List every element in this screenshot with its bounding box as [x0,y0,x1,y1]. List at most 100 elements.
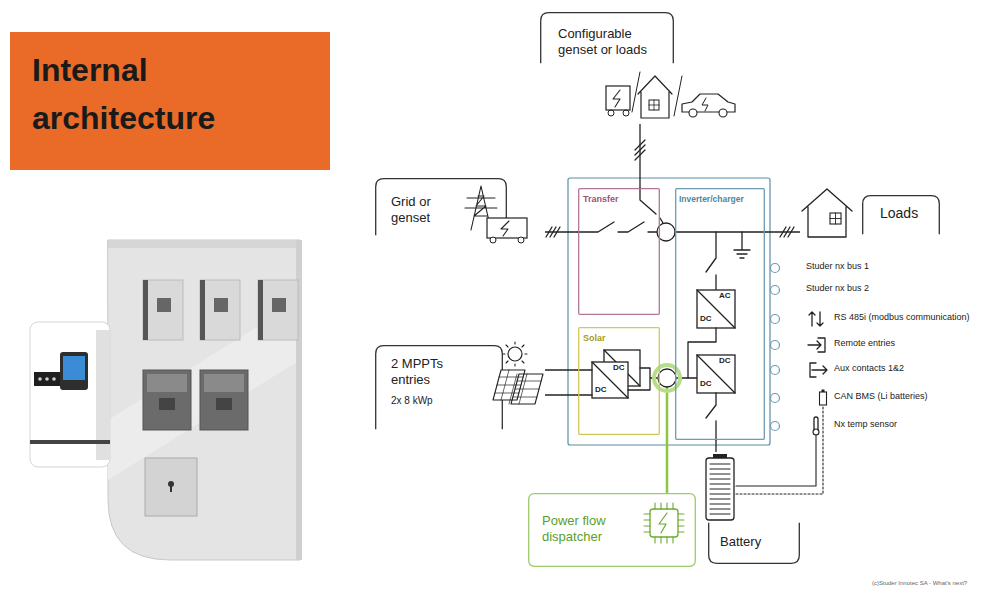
battery-switch [706,393,716,418]
sun-icon [508,347,522,361]
node-text: Grid or genset [391,194,461,227]
port-label: Studer nx bus 2 [806,284,869,294]
battery-cell [710,474,730,475]
power-flow-line [660,378,667,493]
converter-diagonal [697,355,735,393]
node-text: 2 MPPTs entries [391,356,471,389]
label-holder: RS 485i (modbus communication) [834,313,970,323]
unit-edge [258,280,263,340]
label-holder: Studer nx bus 2 [806,284,869,294]
label-holder: DC [719,357,731,366]
lightning-icon [659,513,667,533]
box-outline [579,189,660,315]
unit-display [214,298,228,312]
connector-pin [771,315,780,324]
cabinet-body [108,240,300,560]
dc-dc-converter [697,355,735,393]
text-group: Solar [583,333,606,344]
process-box: Loads [800,183,942,240]
transfer-wire [648,231,657,232]
panel-grid [495,370,541,404]
converter-label: DC [613,364,625,373]
unit-display [272,298,286,312]
battery-cell [710,484,730,485]
device-panel [34,372,64,386]
power-line [545,394,578,395]
node-text: Loads [880,205,918,223]
temp-sensor-wire [736,435,816,486]
ground-symbol [734,232,750,258]
genset-wire [660,218,663,223]
genset-icon [606,86,630,110]
label-holder: Studer nx bus 1 [806,262,869,272]
label-holder: Remote entries [834,339,895,349]
inverter-wire [715,275,716,290]
text-group: Battery [720,534,761,550]
can-bms-wire [736,406,823,494]
node-text: Configurable genset or loads [558,26,668,59]
port-label: Remote entries [834,339,895,349]
house-icon [638,76,672,118]
device-housing [30,322,110,467]
connector-pin [771,366,780,375]
connector-pin [771,422,780,431]
process-box: Battery [700,452,805,567]
label-holder: Nx temp sensor [834,420,897,430]
device-button [38,377,42,381]
inverter-unit [143,280,183,340]
device-button [45,377,49,381]
process-box: Power flow dispatcher [528,493,696,567]
node-graphics [578,188,660,315]
storage-unit [143,370,191,430]
node-text: Battery [720,534,761,550]
copyright-note: (c)Studer Innotec SA - What's next? [872,580,967,587]
inverter-switch [706,232,716,272]
power-line [715,440,716,452]
device-screen-frame [60,352,88,390]
wheel-icon [608,110,614,116]
window-cross [649,100,659,110]
label-holder: DC [700,315,712,324]
cabinet-door [145,458,197,516]
battery-cell [710,504,730,505]
box-outline [579,328,660,435]
process-box: Configurable genset or loads [540,12,740,124]
unit-edge [143,280,148,340]
process-box: Inverter/charger [675,188,765,440]
device-button [52,377,56,381]
house-icon [802,189,852,237]
inverter-unit [258,280,298,340]
converter-label: AC [719,292,731,301]
process-box: Transfer [578,188,660,315]
battery-cell [710,464,730,465]
solar-panel-icon [493,370,543,404]
power-line [545,231,578,232]
converter-diagonal [697,290,735,328]
battery-cell [710,509,730,510]
separator-slash [674,76,682,116]
converter-label: DC [595,386,607,395]
lightning-icon [613,90,620,107]
box-outline [863,196,940,235]
battery-cell [710,489,730,490]
connector-pin [771,286,780,295]
lightning-icon [501,221,509,236]
text-group: Transfer [583,194,619,205]
port-label: RS 485i (modbus communication) [834,313,970,323]
rs485-icon [809,312,823,326]
connector-pin [771,394,780,403]
process-box: Grid or genset [375,178,545,248]
node-text: Solar [583,333,606,344]
battery-terminal [713,454,727,458]
box-outline [376,346,503,430]
chip-pins [644,503,684,543]
cabinet-top [108,240,300,248]
wheel-icon [623,110,629,116]
label-holder: Aux contacts 1&2 [834,364,904,374]
process-box: Solar [578,327,660,435]
genset-icon [487,218,527,238]
label-holder: (c)Studer Innotec SA - What's next? [872,580,967,587]
battery-cell [710,479,730,480]
